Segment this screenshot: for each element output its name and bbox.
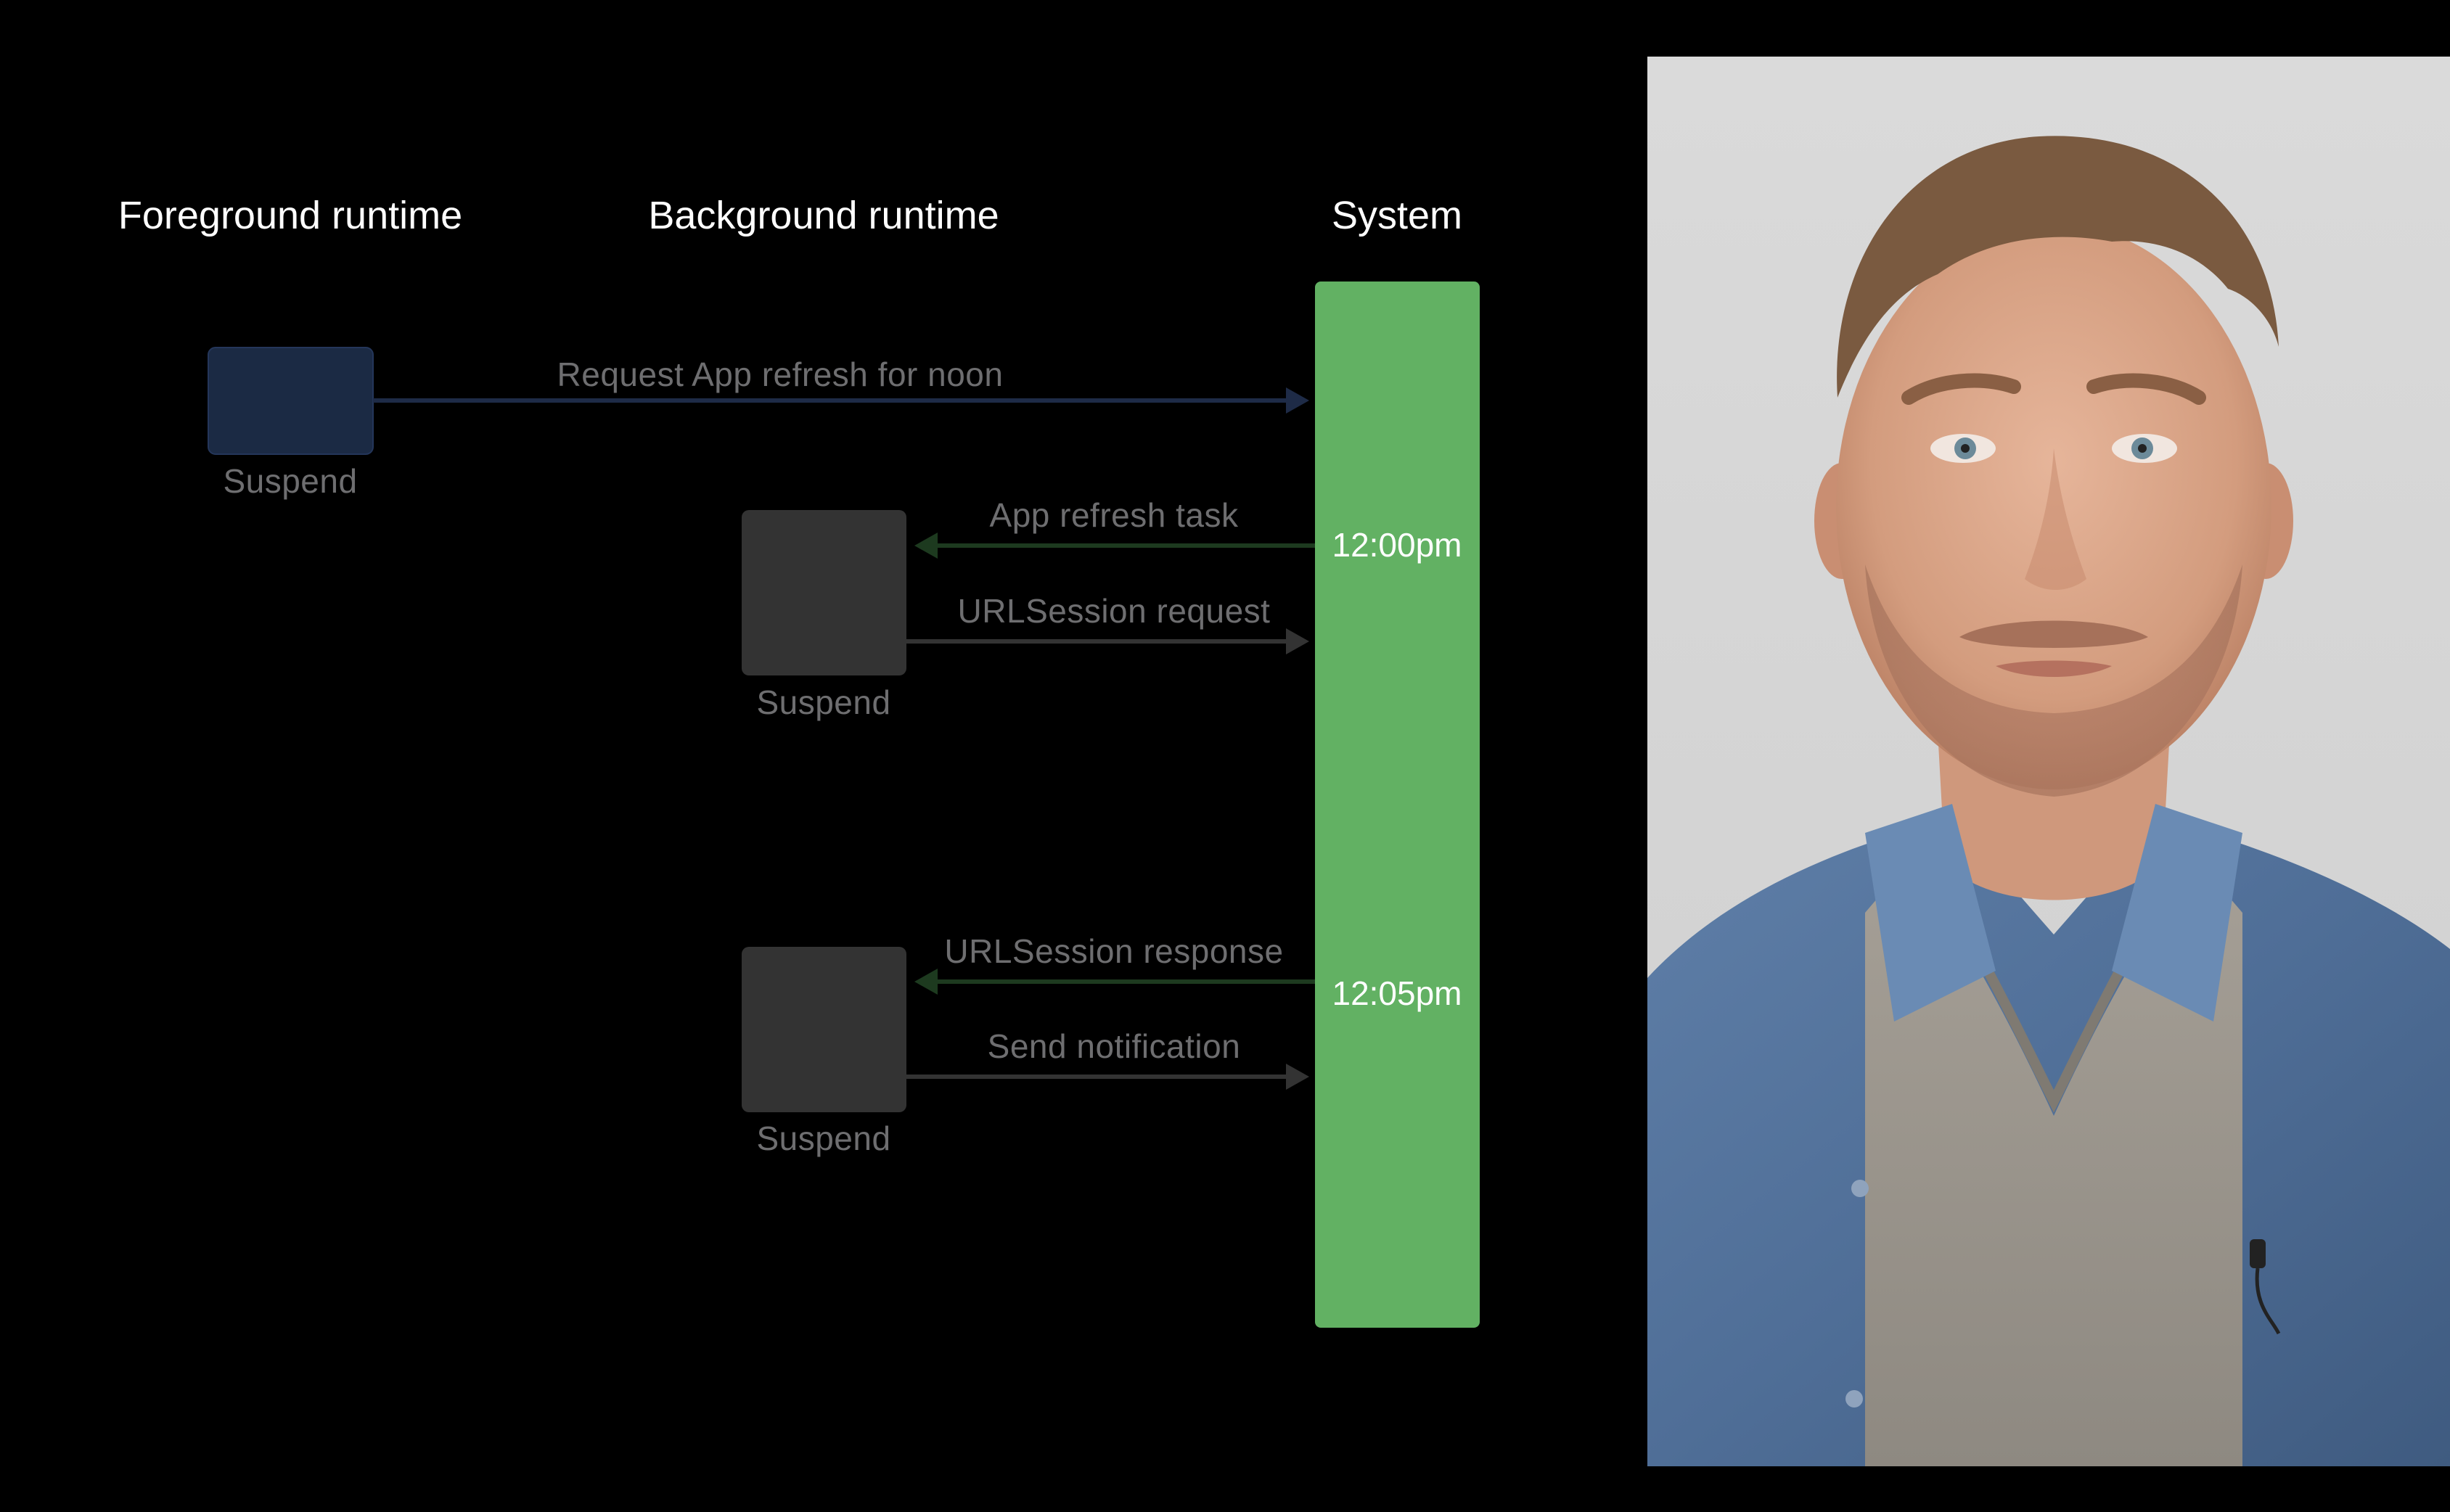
send-notification-arrowhead xyxy=(1286,1064,1309,1090)
foreground-suspend-label: Suspend xyxy=(223,462,357,500)
time-label-1200: 12:00pm xyxy=(1332,526,1462,564)
presenter-video-panel xyxy=(1647,57,2450,1466)
foreground-runtime-block xyxy=(208,347,374,455)
urlsession-request-arrowhead xyxy=(1286,628,1309,654)
urlsession-response-arrowhead xyxy=(914,969,938,995)
background-runtime-block-1 xyxy=(742,510,906,675)
background-runtime-block-2 xyxy=(742,947,906,1112)
request-refresh-label: Request App refresh for noon xyxy=(557,356,1004,393)
urlsession-request-label: URLSession request xyxy=(958,592,1271,630)
background-suspend-label-2: Suspend xyxy=(756,1119,890,1157)
presenter-photo-icon xyxy=(1647,57,2450,1466)
background-suspend-label-1: Suspend xyxy=(756,683,890,721)
send-notification-label: Send notification xyxy=(988,1027,1241,1065)
request-refresh-arrowhead xyxy=(1286,387,1309,414)
background-runtime-heading: Background runtime xyxy=(648,194,999,237)
system-timeline-bar xyxy=(1315,282,1480,1328)
system-heading: System xyxy=(1332,194,1462,237)
app-refresh-task-arrowhead xyxy=(914,533,938,559)
foreground-runtime-heading: Foreground runtime xyxy=(118,194,462,237)
app-refresh-task-label: App refresh task xyxy=(990,496,1239,534)
urlsession-response-label: URLSession response xyxy=(944,932,1283,970)
runtime-sequence-diagram: Foreground runtime Background runtime Sy… xyxy=(118,194,1480,1328)
time-label-1205: 12:05pm xyxy=(1332,974,1462,1012)
